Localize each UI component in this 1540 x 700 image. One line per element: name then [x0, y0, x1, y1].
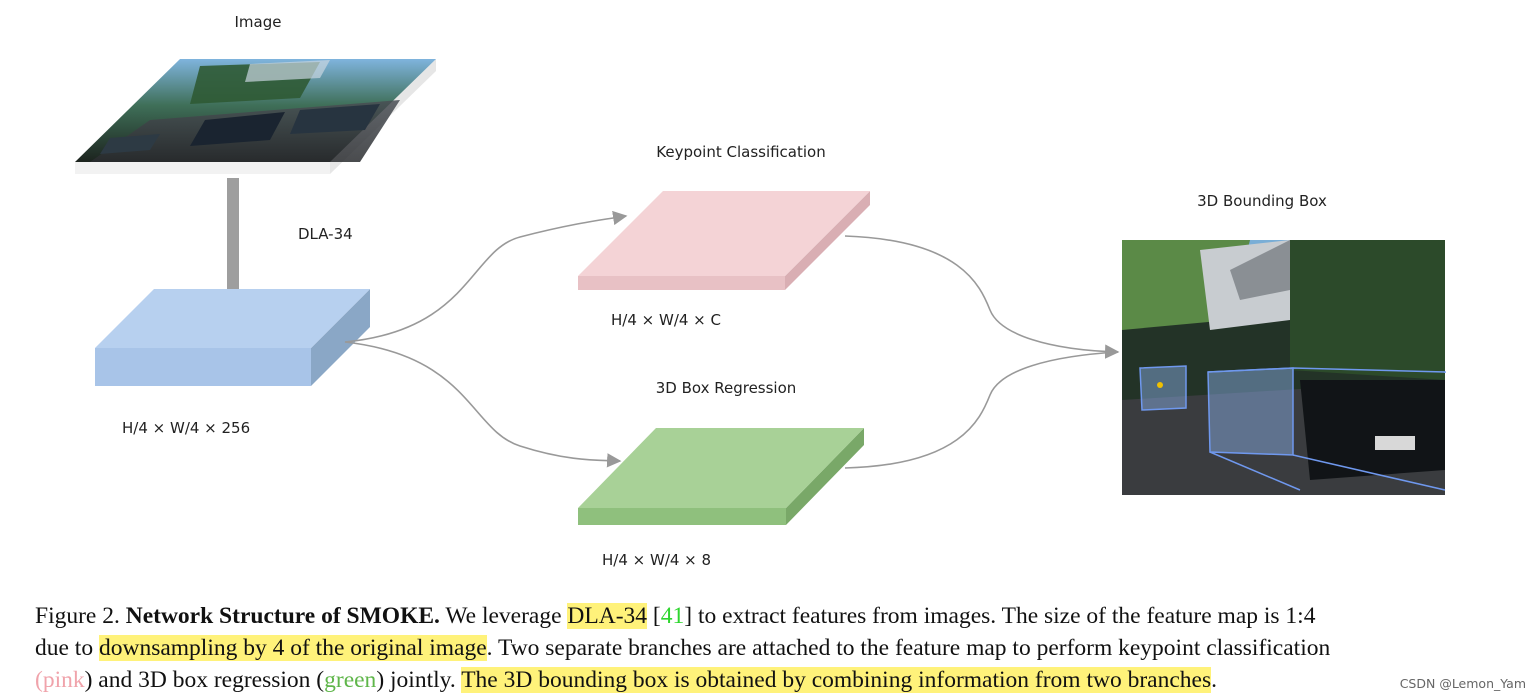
arrow-keypoint-to-bbox [844, 235, 1120, 359]
backbone-dims: H/4 × W/4 × 256 [122, 419, 250, 437]
figure-caption: Figure 2. Network Structure of SMOKE. We… [35, 600, 1495, 696]
citation-link[interactable]: 41 [660, 603, 685, 629]
bbox-overlay [1139, 365, 1446, 491]
caption-pink-word: pink [42, 667, 85, 693]
regression-block [578, 428, 864, 525]
caption-line-2: due to downsampling by 4 of the original… [35, 632, 1495, 664]
caption-line-3: (pink) and 3D box regression (green) joi… [35, 664, 1495, 696]
arrow-to-keypoint [344, 210, 628, 343]
caption-text: ] to extract features from images. The s… [684, 603, 1316, 629]
arrow-regression-to-bbox [844, 351, 1119, 469]
caption-text: ) and 3D box regression ( [84, 667, 325, 693]
input-image [75, 59, 436, 174]
connector-curves [344, 210, 1120, 469]
caption-text: due to [35, 635, 99, 661]
caption-text: We leverage [439, 603, 568, 629]
caption-text: . [1211, 667, 1217, 693]
backbone-block [95, 289, 370, 386]
network-figure: Image DLA-34 H/4 × W/4 × 256 Keypoint Cl… [75, 13, 1446, 569]
bbox-output-image [1122, 240, 1446, 495]
regression-title: 3D Box Regression [656, 379, 797, 397]
arrow-to-regression [344, 341, 622, 468]
caption-text: [ [647, 603, 661, 629]
keypoint-title: Keypoint Classification [656, 143, 825, 161]
caption-line-1: Figure 2. Network Structure of SMOKE. We… [35, 600, 1495, 632]
caption-highlight-final: The 3D bounding box is obtained by combi… [461, 667, 1212, 693]
caption-green-word: green [324, 667, 377, 693]
caption-highlight-dla: DLA-34 [567, 603, 648, 629]
image-label: Image [235, 13, 282, 31]
caption-text: . Two separate branches are attached to … [486, 635, 1331, 661]
caption-text: ) jointly. [376, 667, 462, 693]
backbone-label: DLA-34 [298, 225, 353, 243]
caption-highlight-downsampling: downsampling by 4 of the original image [98, 635, 487, 661]
keypoint-dims: H/4 × W/4 × C [611, 311, 721, 329]
caption-bold-title: Network Structure of SMOKE. [125, 603, 440, 629]
regression-dims: H/4 × W/4 × 8 [602, 551, 711, 569]
watermark: CSDN @Lemon_Yam [1399, 676, 1526, 691]
bbox-title: 3D Bounding Box [1197, 192, 1327, 210]
caption-prefix: Figure 2. [35, 603, 126, 629]
keypoint-block [578, 191, 870, 290]
caption-text: ( [35, 667, 43, 693]
